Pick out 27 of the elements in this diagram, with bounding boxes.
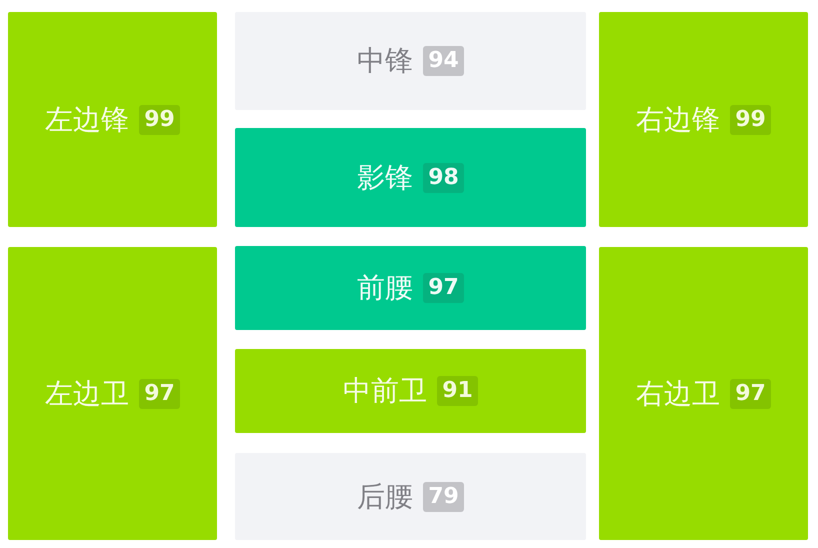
position-name: 右边卫 <box>636 376 720 410</box>
position-name: 右边锋 <box>636 102 720 136</box>
position-tile <box>235 246 586 330</box>
rating-badge: 79 <box>423 482 464 512</box>
position-tile <box>235 453 586 540</box>
position-name: 影锋 <box>357 160 414 194</box>
position-name: 左边卫 <box>45 376 130 410</box>
rating-badge: 98 <box>423 162 464 192</box>
position-name: 中前卫 <box>343 374 428 408</box>
position-name: 后腰 <box>357 480 414 514</box>
position-tile <box>599 247 808 540</box>
rating-badge: 97 <box>423 273 464 303</box>
position-tile <box>8 12 217 227</box>
rating-badge: 99 <box>139 104 180 134</box>
position-name: 中锋 <box>357 44 414 78</box>
position-tile <box>235 349 586 433</box>
position-name: 左边锋 <box>45 102 130 136</box>
rating-badge: 99 <box>730 104 771 134</box>
position-tile <box>235 128 586 227</box>
rating-badge: 97 <box>139 378 180 408</box>
rating-badge: 91 <box>437 376 478 406</box>
position-tile <box>235 12 586 110</box>
rating-badge: 97 <box>730 378 771 408</box>
position-tile <box>8 247 217 540</box>
position-tile <box>599 12 808 227</box>
position-name: 前腰 <box>357 271 414 305</box>
rating-badge: 94 <box>423 46 464 76</box>
